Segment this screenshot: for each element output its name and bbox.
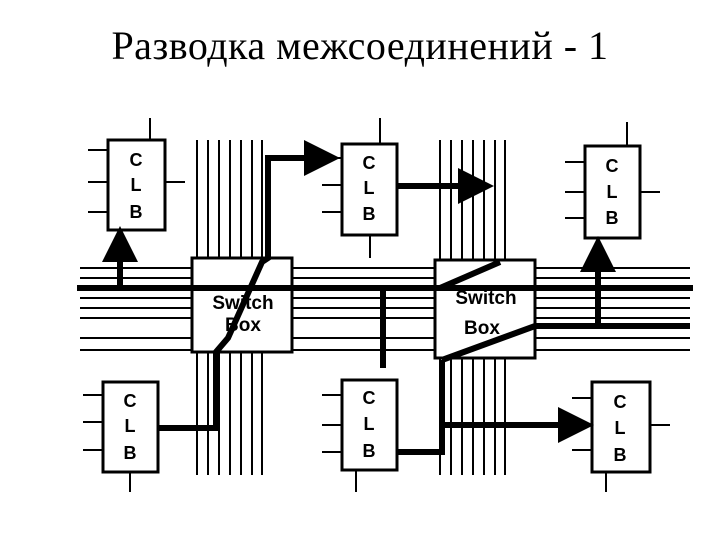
clb-label-l: L [364, 414, 375, 434]
clb-bottom-right: C L B [572, 380, 670, 492]
switch-box-label-line1: Switch [455, 288, 516, 309]
clb-label-c: C [614, 392, 627, 412]
switch-box-label-line2: Box [464, 318, 500, 339]
clb-label-c: C [363, 153, 376, 173]
clb-top-left: C L B [88, 118, 185, 232]
clb-label-c: C [130, 150, 143, 170]
clb-top-right: C L B [565, 122, 660, 240]
clb-bottom-middle: C L B [322, 378, 399, 492]
clb-label-b: B [130, 202, 143, 222]
routed-nets [102, 140, 690, 455]
clb-label-b: B [606, 208, 619, 228]
clb-label-c: C [124, 391, 137, 411]
clb-label-l: L [131, 175, 142, 195]
net-clb-bottom-left-to-clb-top-middle [158, 140, 340, 431]
clb-label-l: L [364, 178, 375, 198]
clb-label-b: B [363, 441, 376, 461]
clb-label-l: L [607, 182, 618, 202]
slide-title: Разводка межсоединений - 1 [111, 23, 609, 68]
clb-bottom-left: C L B [83, 380, 160, 492]
clb-label-b: B [124, 443, 137, 463]
clb-label-l: L [125, 416, 136, 436]
clb-label-b: B [614, 445, 627, 465]
clb-top-middle: C L B [322, 118, 399, 258]
net-clb-bottom-middle-to-clb-bottom-right [397, 407, 594, 455]
clb-label-c: C [606, 156, 619, 176]
clb-label-c: C [363, 388, 376, 408]
clb-label-b: B [363, 204, 376, 224]
clb-label-l: L [615, 418, 626, 438]
net-switch-right-diagonal-top [438, 259, 502, 291]
net-switch-right-diagonal-bottom [440, 323, 690, 363]
